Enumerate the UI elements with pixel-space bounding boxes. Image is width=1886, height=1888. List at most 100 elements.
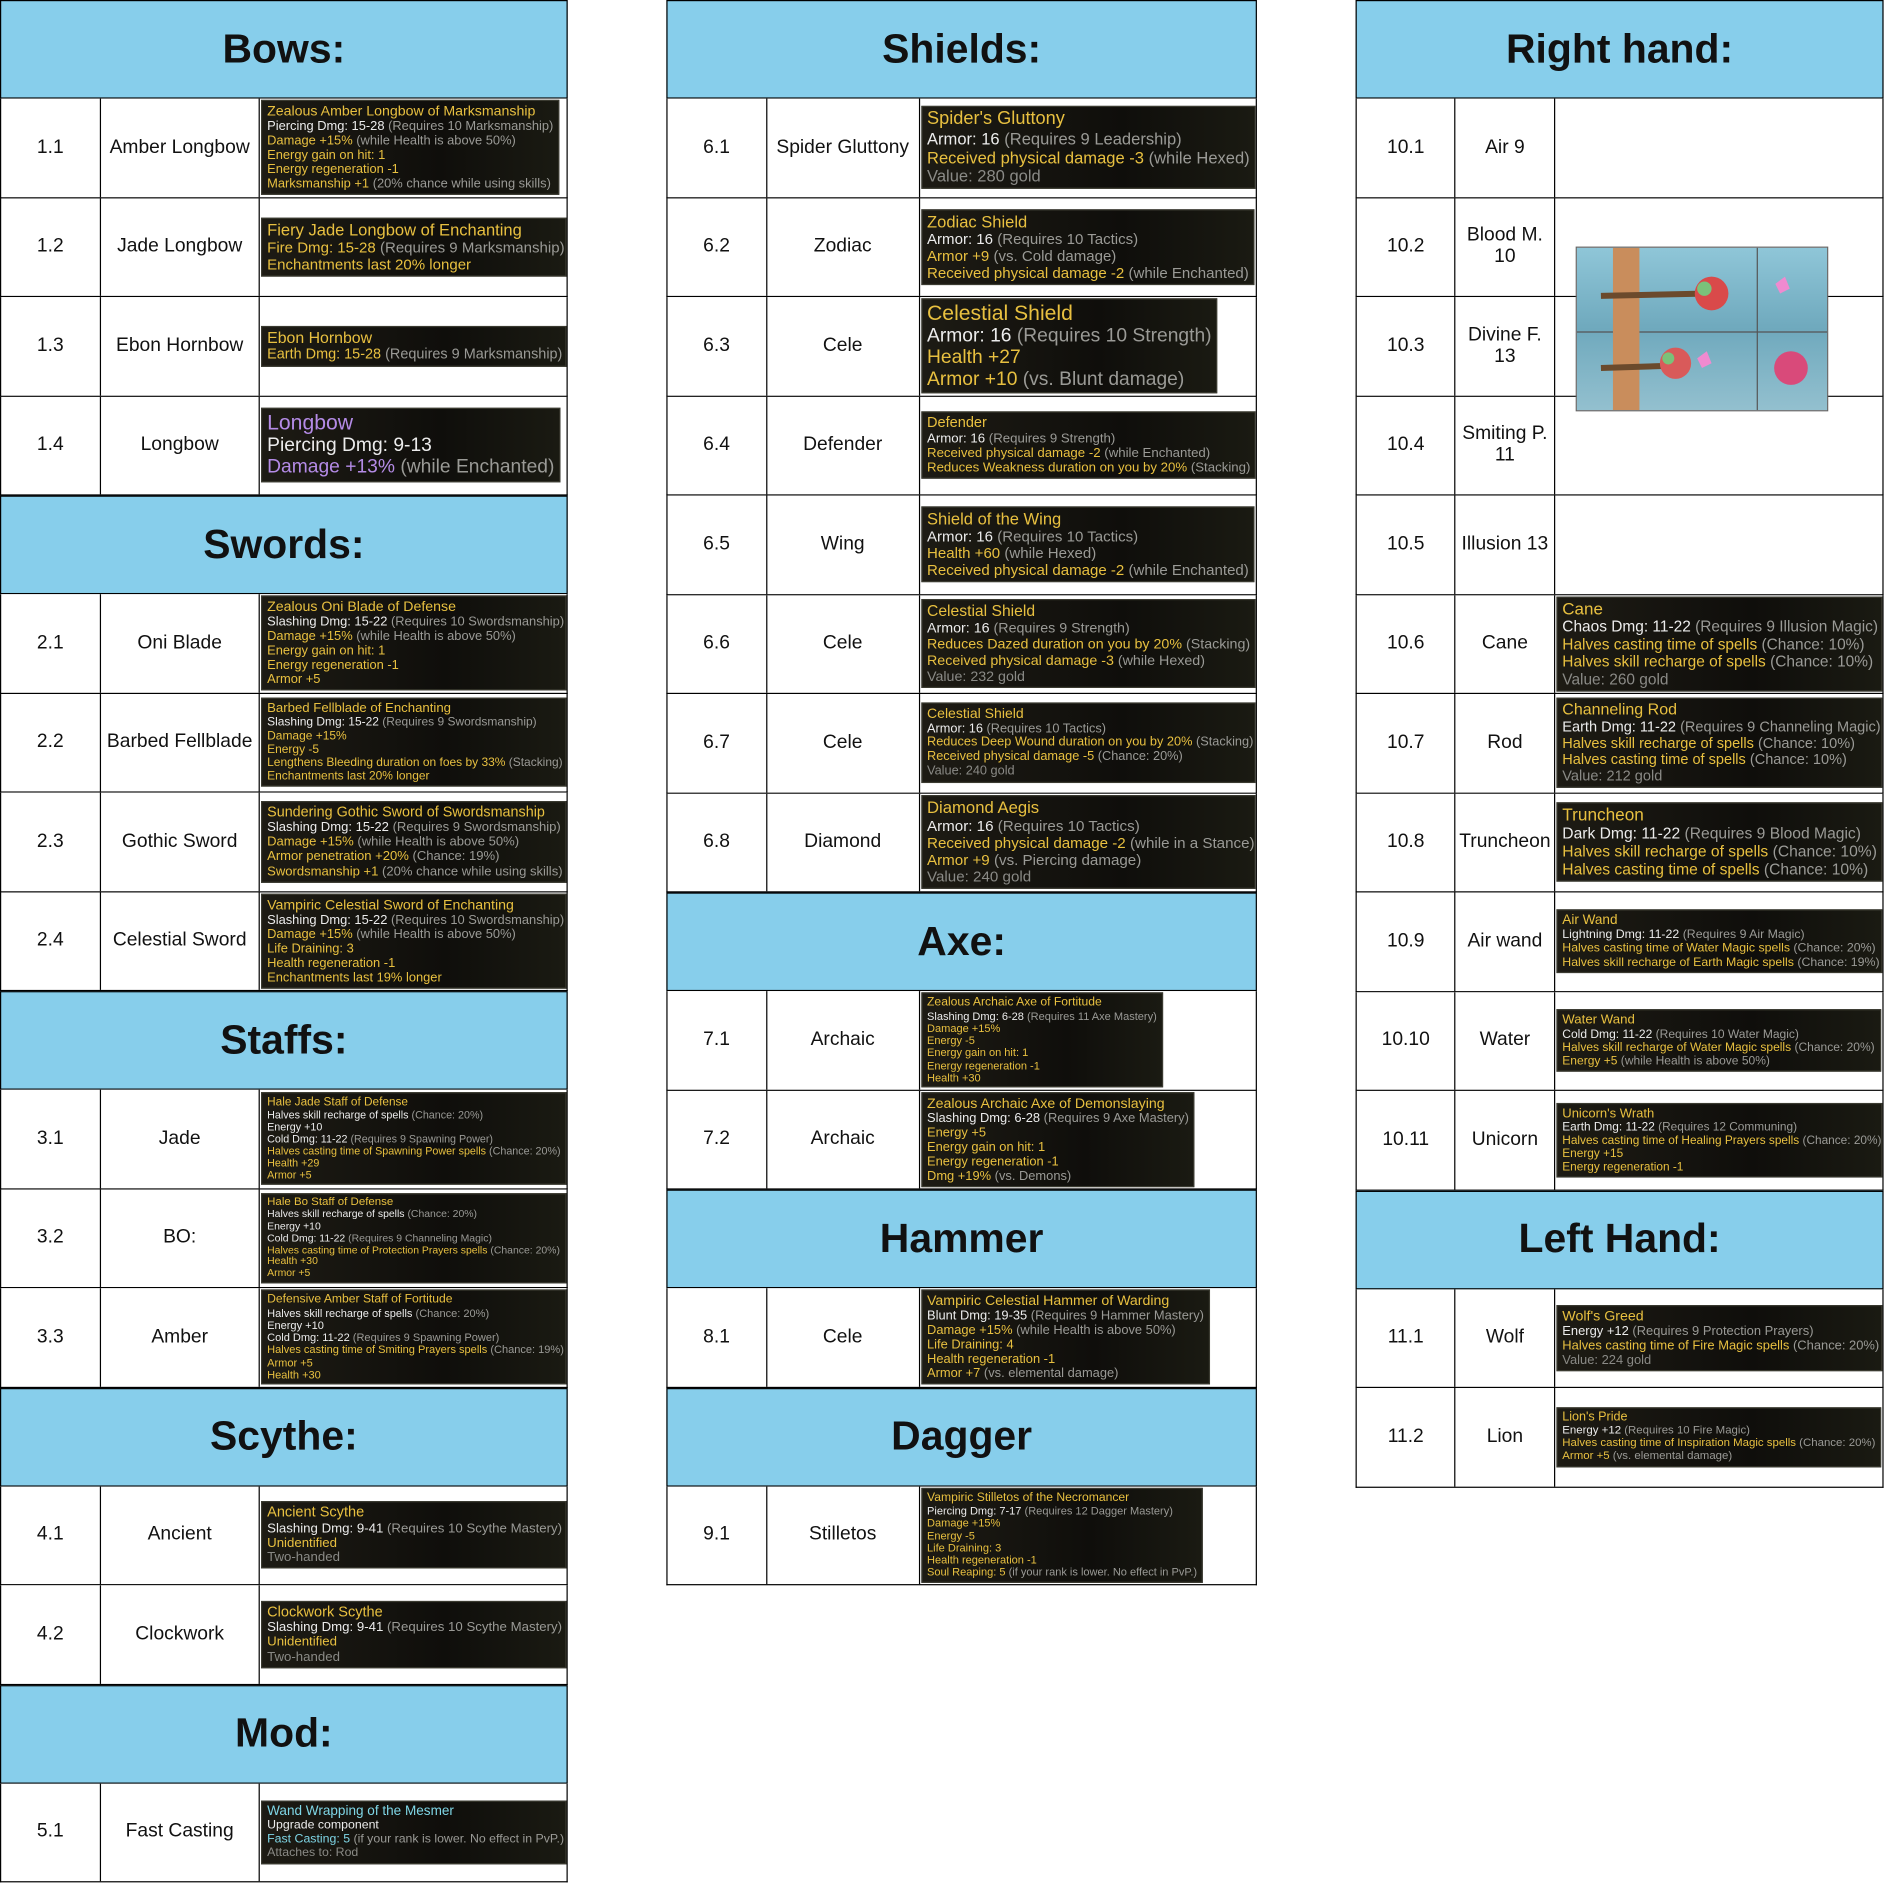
tooltip-stat: Halves skill recharge of Water Magic spe… [1562, 1041, 1792, 1055]
tooltip-stat: Received physical damage -5 [927, 749, 1095, 765]
tooltip-stat: Unidentified [267, 1535, 338, 1551]
tooltip-note: (Chance: 20%) [489, 1145, 561, 1158]
tooltip-stat: Slashing Dmg: 6-28 [927, 1009, 1024, 1022]
tooltip-title: Defensive Amber Staff of Fortitude [267, 1293, 453, 1307]
tooltip-line: Energy +5 [927, 1126, 1189, 1140]
tooltip-stat: Energy +15 [1562, 1147, 1624, 1161]
item-number: 10.7 [1357, 694, 1456, 793]
tooltip-stat: Value: 224 gold [1562, 1352, 1652, 1368]
tooltip-stat: Value: 260 gold [1562, 669, 1669, 688]
item-number: 10.3 [1357, 297, 1456, 396]
item-number: 6.4 [668, 396, 767, 495]
tooltip-title: Zealous Archaic Axe of Demonslaying [927, 1095, 1165, 1111]
tooltip-line: Health +60 (while Hexed) [927, 545, 1249, 562]
tooltip-line: Lightning Dmg: 11-22 (Requires 9 Air Mag… [1562, 928, 1876, 942]
tooltip-line: Armor: 16 (Requires 10 Tactics) [927, 721, 1250, 736]
item-name: Cane [1456, 594, 1556, 693]
tooltip-note: (while Health is above 50%) [1016, 1323, 1176, 1338]
tooltip-line: Piercing Dmg: 9-13 [267, 436, 554, 458]
tooltip-title: Barbed Fellblade of Enchanting [267, 701, 451, 716]
tooltip-line: Slashing Dmg: 6-28 (Requires 11 Axe Mast… [927, 1010, 1157, 1022]
tooltip-note: (Requires 9 Channeling Magic) [1680, 718, 1881, 736]
tooltip-line: Unidentified [267, 1536, 560, 1551]
item-name: Jade [101, 1089, 260, 1188]
tooltip-line: Received physical damage -2 (while Encha… [927, 446, 1250, 461]
tooltip-note: (while Hexed) [1117, 651, 1205, 669]
tooltip-note: (Chance: 10%) [1757, 734, 1855, 752]
tooltip-stat: Energy +10 [267, 1219, 321, 1232]
tooltip-stat: Health +30 [267, 1254, 318, 1267]
tooltip-note: (Chance: 20%) [1799, 1436, 1876, 1450]
tooltip-stat: Soul Reaping: 5 [927, 1566, 1006, 1579]
tooltip-stat: Life Draining: 3 [927, 1541, 1002, 1554]
tooltip-line: Slashing Dmg: 15-22 (Requires 9 Swordsma… [267, 820, 561, 835]
tooltip-stat: Cold Dmg: 11-22 [267, 1331, 350, 1344]
tooltip-line: Piercing Dmg: 15-28 (Requires 10 Marksma… [267, 119, 553, 133]
tooltip-note: (Requires 9 Blood Magic) [1684, 824, 1861, 843]
tooltip-note: (Requires 9 Spawning Power) [352, 1331, 500, 1344]
tooltip-line: Halves skill recharge of Water Magic spe… [1562, 1041, 1874, 1054]
tooltip-line: Fast Casting: 5 (if your rank is lower. … [267, 1833, 564, 1847]
tooltip-stat: Damage +15% [927, 1323, 1013, 1338]
tooltip-note: (vs. elemental damage) [983, 1366, 1119, 1382]
tooltip-stat: Received physical damage -2 [927, 446, 1101, 461]
tooltip-note: (while Health is above 50%) [356, 927, 516, 942]
tooltip-stat: Enchantments last 20% longer [267, 256, 472, 273]
tooltip-line: Halves casting time of spells (Chance: 1… [1562, 635, 1876, 653]
item-number: 3.3 [1, 1288, 101, 1387]
tooltip-stat: Energy +5 [1562, 1054, 1618, 1069]
tooltip-line: Life Draining: 3 [927, 1542, 1197, 1554]
tooltip-stat: Energy gain on hit: 1 [267, 148, 386, 163]
tooltip-title: Ebon Hornbow [267, 327, 373, 346]
tooltip-line: Enchantments last 20% longer [267, 256, 560, 273]
tooltip-note: (Chance: 19%) [1797, 955, 1880, 970]
item-name: Spider Gluttony [767, 98, 920, 197]
tooltip-title: Sundering Gothic Sword of Swordsmanship [267, 803, 545, 821]
item-number: 7.1 [668, 991, 767, 1090]
tooltip-stat: Energy regeneration -1 [267, 162, 399, 178]
tooltip-line: Slashing Dmg: 15-22 (Requires 10 Swordsm… [267, 913, 564, 927]
tooltip-line: Health regeneration -1 [927, 1554, 1197, 1566]
tooltip-stat: Dmg +19% [927, 1168, 992, 1184]
tooltip-line: Halves skill recharge of Earth Magic spe… [1562, 955, 1880, 970]
tooltip-note: (vs. Cold damage) [993, 247, 1117, 265]
item-number: 10.1 [1357, 98, 1456, 197]
tooltip-note: (Chance: 20%) [1792, 1338, 1880, 1353]
tooltip-note: (Requires 9 Strength) [993, 619, 1130, 637]
tooltip-stat: Halves casting time of Fire Magic spells [1562, 1338, 1790, 1353]
tooltip-stat: Halves casting time of Protection Prayer… [267, 1243, 488, 1256]
tooltip-note: (Chance: 20%) [407, 1208, 478, 1221]
tooltip-title: Channeling Rod [1562, 700, 1678, 719]
tooltip-title: Celestial Shield [927, 300, 1073, 325]
item-number: 6.7 [668, 694, 767, 793]
item-number: 1.3 [1, 297, 101, 396]
tooltip-line: Armor +5 (vs. elemental damage) [1562, 1449, 1875, 1463]
tooltip-line: Slashing Dmg: 15-22 (Requires 9 Swordsma… [267, 716, 560, 729]
tooltip-line: Halves skill recharge of spells (Chance:… [267, 1208, 560, 1221]
tooltip-note: (Requires 10 Water Magic) [1655, 1027, 1799, 1042]
tooltip-line: Unidentified [267, 1635, 560, 1650]
tooltip-stat: Armor +9 [927, 851, 990, 869]
